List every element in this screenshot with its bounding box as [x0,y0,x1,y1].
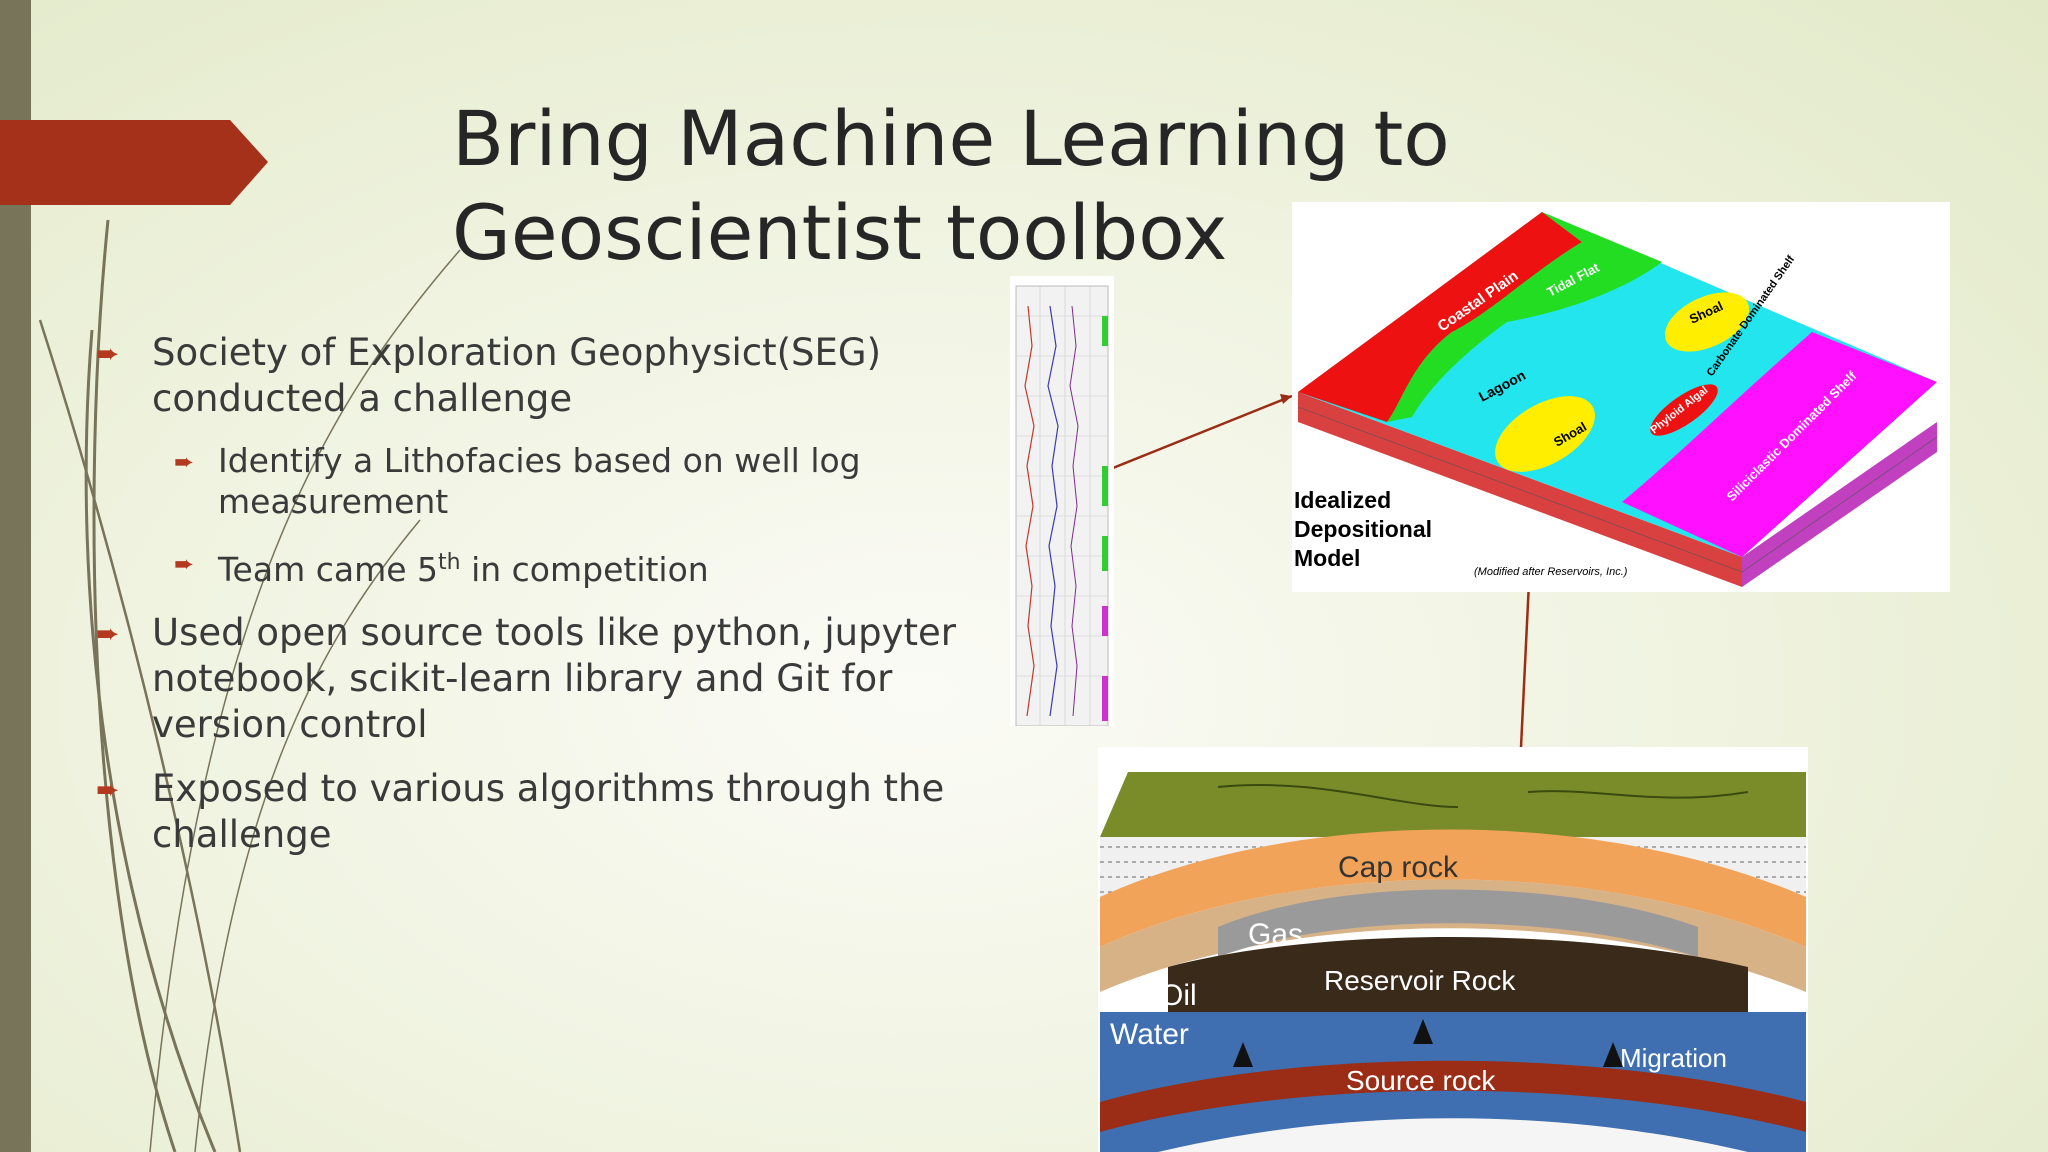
depositional-model-diagram: Coastal Plain Tidal Flat Shoal Carbonate… [1292,202,1950,592]
migration-arrow-icon [1233,1042,1253,1067]
label-cap-rock: Cap rock [1338,851,1459,884]
well-log-image [1010,276,1114,726]
bullet-arrow-icon: ➨ [96,617,120,650]
bullet-arrow-icon: ➨ [96,773,120,806]
sub-bullet-item: ➨ Team came 5th in competition [174,550,709,589]
log-to-model-arrow [1107,394,1293,472]
sub-bullet-item: ➨ Identify a Lithofacies based on well l… [174,441,861,521]
bullet-list: ➨ Society of Exploration Geophysict(SEG)… [96,330,976,876]
migration-arrow-icon [1413,1019,1433,1044]
bullet-arrow-icon: ➨ [96,337,120,370]
caption-line-1: Idealized [1294,487,1391,513]
petroleum-trap-diagram: Cap rock Gas Reservoir Rock Oil Water So… [1098,747,1808,1152]
credit-text: (Modified after Reservoirs, Inc.) [1474,566,1628,578]
model-to-trap-arrow [1519,581,1531,748]
label-water: Water [1110,1018,1189,1051]
label-migration: Migration [1620,1043,1727,1073]
bullet-arrow-icon: ➨ [174,550,195,578]
page-title: Bring Machine Learning to Geoscientist t… [452,94,1450,277]
label-source-rock: Source rock [1346,1065,1496,1096]
bullet-arrow-icon: ➨ [174,448,195,476]
bullet-item: ➨ Exposed to various algorithms through … [96,767,945,856]
bullet-item: ➨ Used open source tools like python, ju… [96,611,956,746]
label-gas: Gas [1248,918,1303,951]
label-oil: Oil [1160,979,1197,1012]
title-ribbon [0,120,268,205]
caption-line-3: Model [1294,545,1360,571]
migration-arrow-icon [1603,1042,1623,1067]
label-reservoir-rock: Reservoir Rock [1324,965,1516,996]
bullet-item: ➨ Society of Exploration Geophysict(SEG)… [96,331,882,420]
caption-line-2: Depositional [1294,516,1432,542]
